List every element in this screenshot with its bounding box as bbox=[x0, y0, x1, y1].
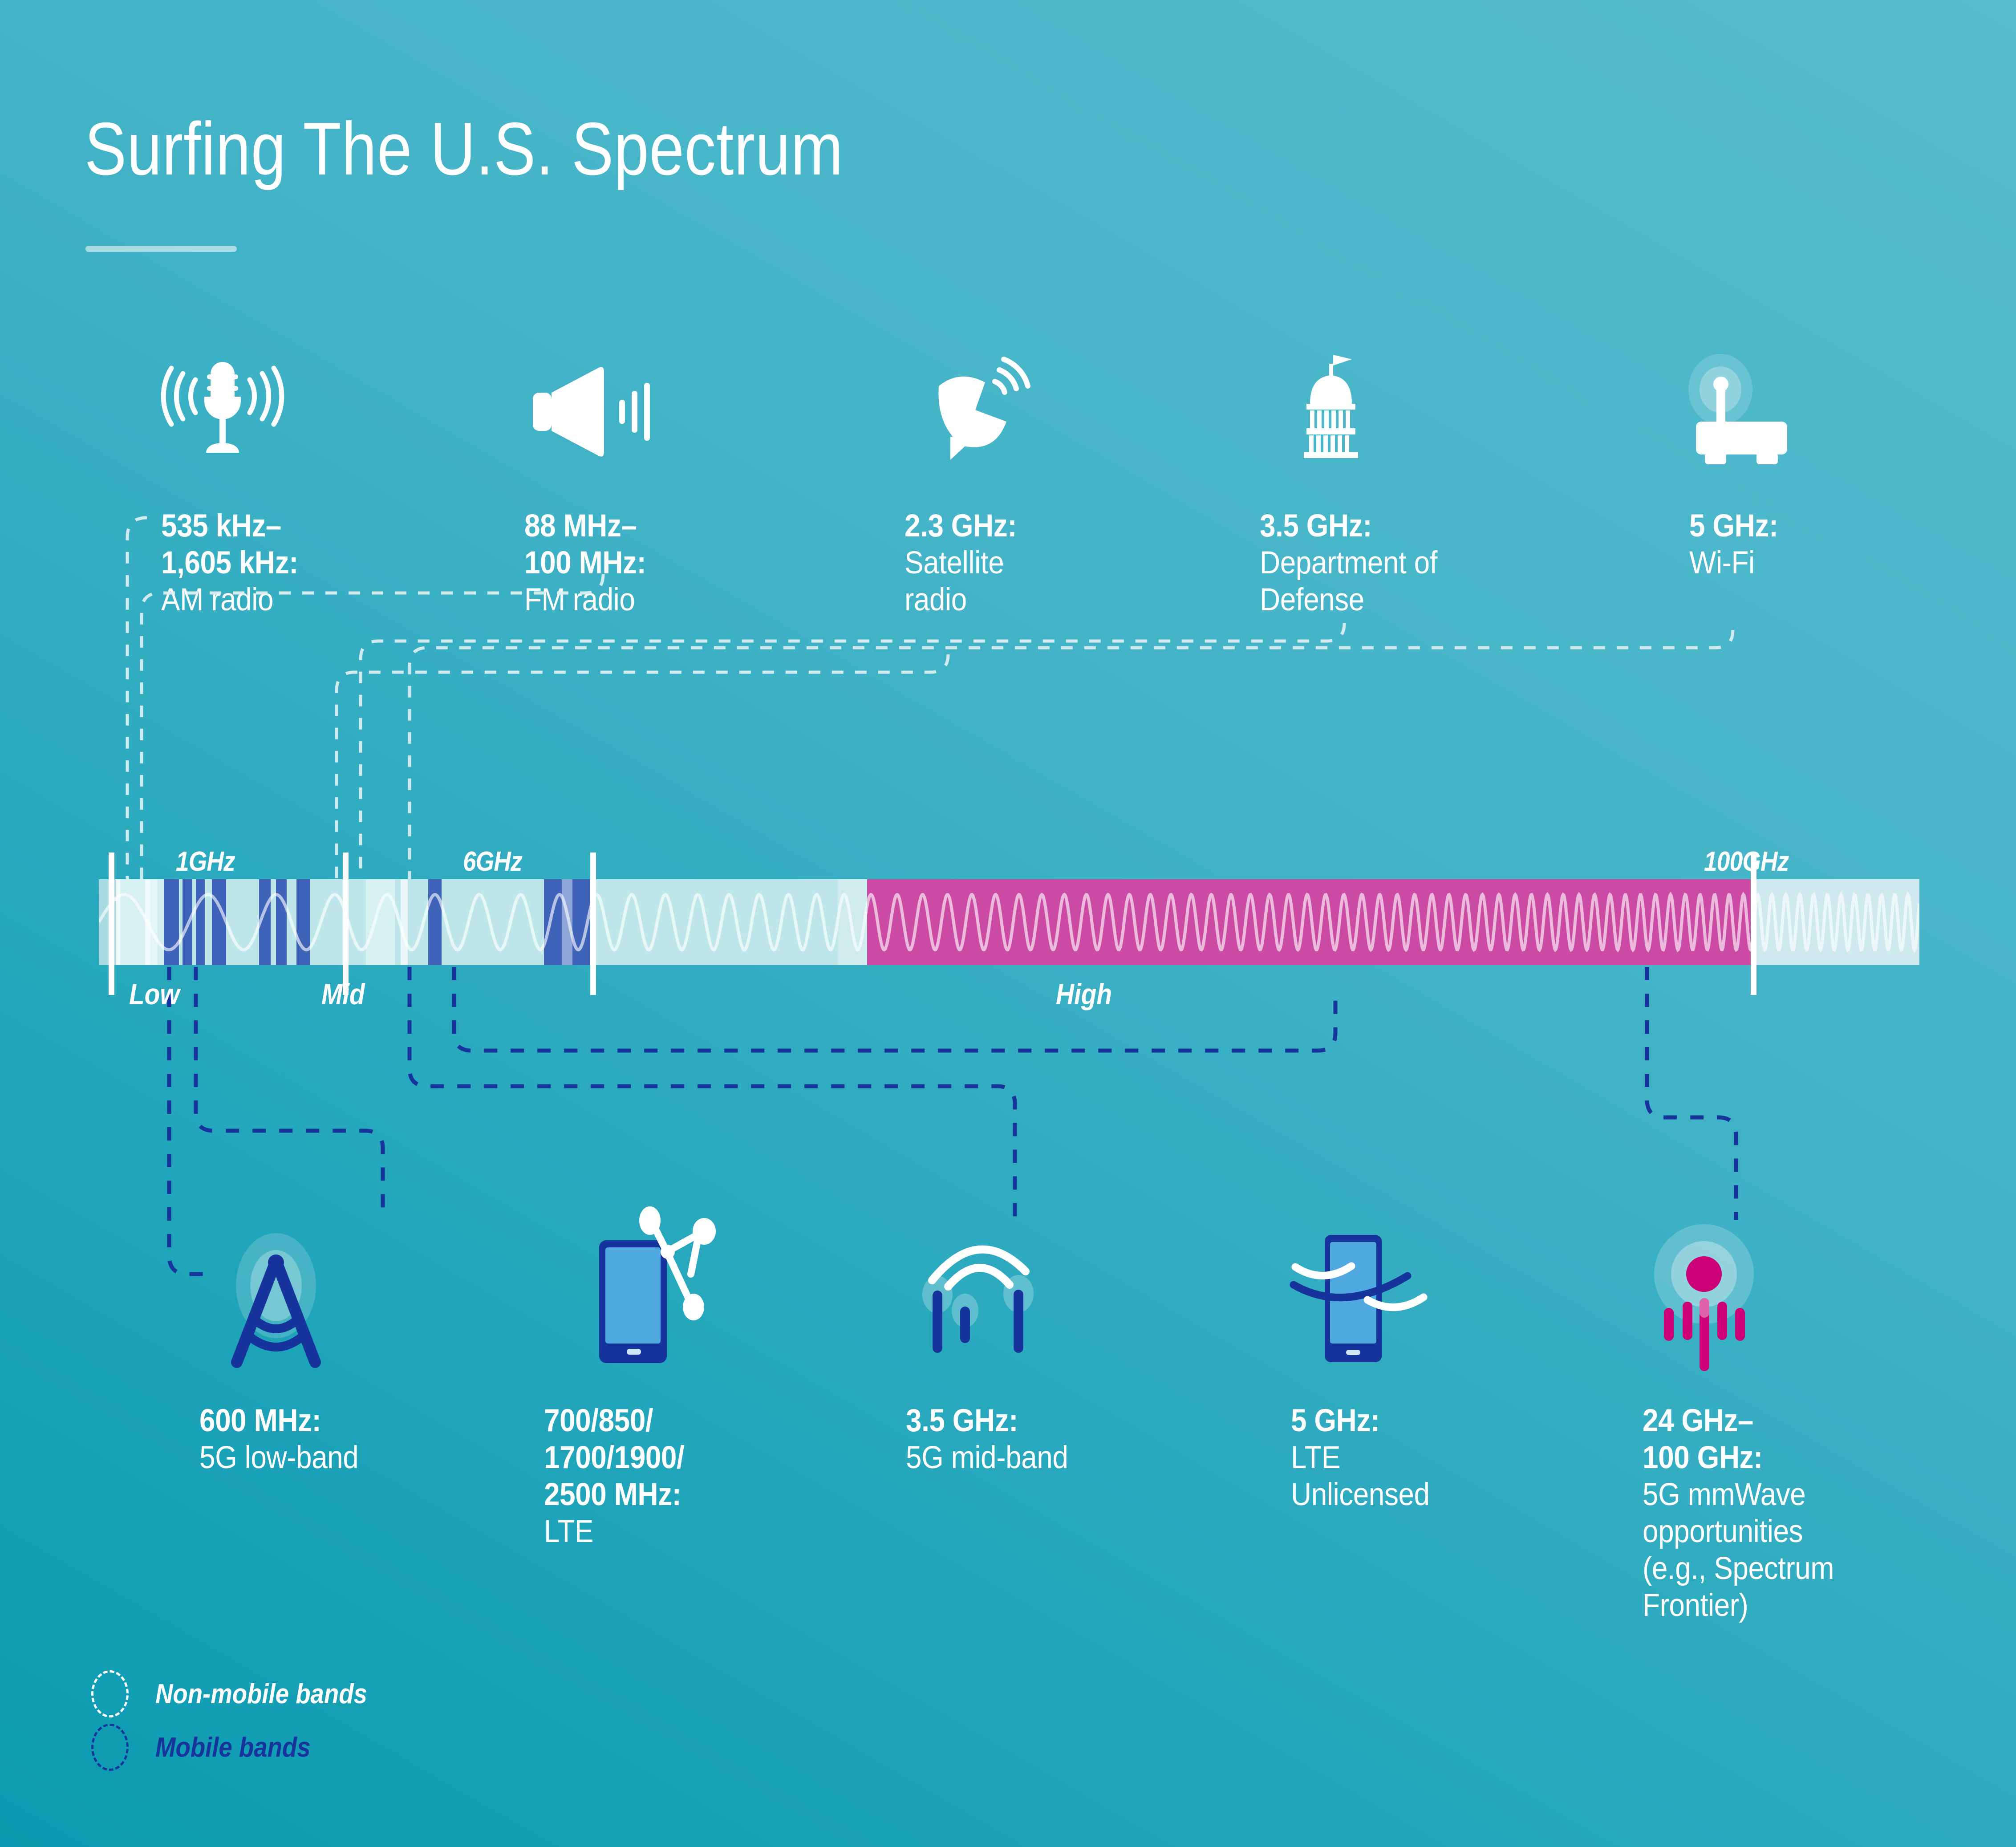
callout-satellite-radio: 2.3 GHz: Satellite radio bbox=[905, 507, 1216, 618]
spectrum-bar bbox=[99, 879, 1919, 965]
callout-headline: 600 MHz: bbox=[199, 1403, 321, 1438]
dashed-circle-icon bbox=[91, 1670, 129, 1717]
mobile-band bbox=[164, 879, 179, 965]
callout-subline: 5G low-band bbox=[199, 1440, 359, 1476]
dashed-circle-icon bbox=[91, 1724, 129, 1771]
tick-1ghz bbox=[343, 852, 349, 995]
non-mobile-band bbox=[145, 879, 150, 965]
small-cell-antennas-icon bbox=[917, 1229, 1068, 1362]
legend-item-mobile: Mobile bands bbox=[91, 1721, 396, 1774]
legend-label: Non-mobile bands bbox=[155, 1678, 367, 1709]
mobile-band bbox=[212, 879, 226, 965]
spectrum-tone bbox=[838, 879, 867, 965]
smartphone-network-icon bbox=[588, 1206, 734, 1371]
satellite-dish-icon bbox=[933, 357, 1044, 461]
callout-subline: 5G mmWave opportunities (e.g., Spectrum … bbox=[1643, 1477, 1834, 1624]
mobile-band bbox=[259, 879, 271, 965]
legend: Non-mobile bands Mobile bands bbox=[91, 1667, 396, 1774]
tick-label-100ghz: 100GHz bbox=[1704, 846, 1789, 877]
region-label-low: Low bbox=[129, 978, 180, 1011]
page-title: Surfing The U.S. Spectrum bbox=[85, 107, 844, 191]
tick-6ghz bbox=[590, 852, 596, 995]
callout-headline: 3.5 GHz: bbox=[906, 1403, 1018, 1438]
spectrum-tone bbox=[1753, 879, 1919, 965]
mobile-band bbox=[276, 879, 287, 965]
mobile-band bbox=[296, 879, 310, 965]
callout-headline: 535 kHz– 1,605 kHz: bbox=[161, 508, 299, 581]
callout-lte-unlicensed: 5 GHz: LTE Unlicensed bbox=[1291, 1402, 1602, 1513]
wifi-router-icon bbox=[1687, 354, 1816, 464]
mobile-band bbox=[562, 879, 572, 965]
smartphone-waves-icon bbox=[1286, 1229, 1433, 1371]
microphone-icon bbox=[149, 358, 296, 461]
callout-fm-radio: 88 MHz– 100 MHz: FM radio bbox=[524, 507, 836, 618]
callout-5g-mid-band: 3.5 GHz: 5G mid-band bbox=[906, 1402, 1217, 1476]
callout-5g-low-band: 600 MHz: 5G low-band bbox=[199, 1402, 511, 1476]
mobile-band bbox=[183, 879, 192, 965]
callout-headline: 24 GHz– 100 GHz: bbox=[1643, 1403, 1763, 1476]
callout-am-radio: 535 kHz– 1,605 kHz: AM radio bbox=[161, 507, 473, 618]
callout-subline: LTE bbox=[544, 1514, 594, 1550]
non-mobile-band bbox=[116, 879, 120, 965]
callout-5g-mmwave: 24 GHz– 100 GHz: 5G mmWave opportunities… bbox=[1643, 1402, 1981, 1624]
callout-headline: 88 MHz– 100 MHz: bbox=[524, 508, 646, 581]
callout-lte: 700/850/ 1700/1900/ 2500 MHz: LTE bbox=[544, 1402, 856, 1550]
mmwave-beam-icon bbox=[1643, 1220, 1776, 1371]
callout-subline: FM radio bbox=[524, 582, 635, 618]
mobile-band bbox=[428, 879, 442, 965]
mobile-band bbox=[572, 879, 592, 965]
legend-label: Mobile bands bbox=[155, 1732, 311, 1763]
tick-100ghz bbox=[1751, 852, 1756, 995]
callout-wifi: 5 GHz: Wi-Fi bbox=[1689, 507, 2001, 581]
callout-headline: 2.3 GHz: bbox=[905, 508, 1017, 544]
callout-subline: Satellite radio bbox=[905, 545, 1004, 618]
tick-label-1ghz: 1GHz bbox=[176, 846, 235, 877]
spectrum-region-high bbox=[866, 879, 1753, 965]
capitol-building-icon bbox=[1284, 354, 1378, 461]
callout-subline: Department of Defense bbox=[1260, 545, 1438, 618]
title-underline-rule bbox=[85, 246, 237, 252]
callout-subline: LTE Unlicensed bbox=[1291, 1440, 1430, 1513]
callout-headline: 5 GHz: bbox=[1689, 508, 1778, 544]
callout-headline: 5 GHz: bbox=[1291, 1403, 1380, 1438]
callout-headline: 3.5 GHz: bbox=[1260, 508, 1372, 544]
callout-department-of-defense: 3.5 GHz: Department of Defense bbox=[1260, 507, 1571, 618]
speaker-icon bbox=[532, 365, 652, 459]
tick-label-6ghz: 6GHz bbox=[463, 846, 523, 877]
region-label-high: High bbox=[1056, 978, 1112, 1011]
legend-item-non-mobile: Non-mobile bands bbox=[91, 1667, 396, 1721]
callout-subline: AM radio bbox=[161, 582, 274, 618]
callout-subline: Wi-Fi bbox=[1689, 545, 1755, 581]
non-mobile-band bbox=[401, 879, 408, 965]
spectrum-tone bbox=[366, 879, 395, 965]
mobile-band bbox=[544, 879, 562, 965]
cell-tower-icon bbox=[209, 1229, 343, 1371]
mobile-band bbox=[196, 879, 205, 965]
callout-subline: 5G mid-band bbox=[906, 1440, 1068, 1476]
callout-headline: 700/850/ 1700/1900/ 2500 MHz: bbox=[544, 1403, 685, 1513]
region-label-mid: Mid bbox=[321, 978, 365, 1011]
tick-535khz bbox=[109, 852, 114, 995]
